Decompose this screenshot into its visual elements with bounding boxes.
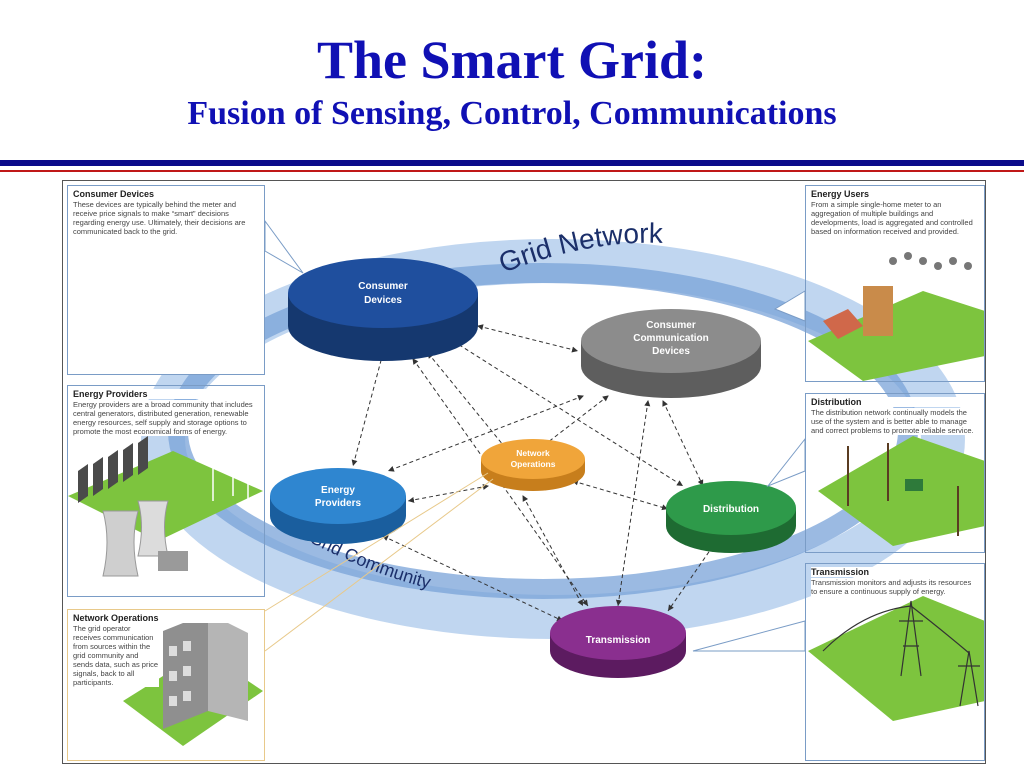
node-distribution: Distribution — [666, 481, 796, 553]
panel-text-distribution: The distribution network continually mod… — [811, 408, 979, 435]
node-label-transmission: Transmission — [586, 635, 650, 646]
title-divider-red — [0, 170, 1024, 172]
slide-title: The Smart Grid: — [317, 30, 707, 90]
panel-text-network-operations: The grid operator receives communication… — [73, 624, 159, 687]
diagram-canvas: Grid Network Grid Community — [68, 218, 985, 746]
smart-grid-diagram: Grid Network Grid Community — [62, 180, 986, 764]
panel-text-energy-providers: Energy providers are a broad community t… — [73, 400, 259, 436]
panel-title-consumer-devices: Consumer Devices — [73, 189, 155, 199]
panel-text-energy-users: From a simple single-home meter to an ag… — [811, 200, 979, 236]
panel-title-energy-providers: Energy Providers — [73, 389, 259, 399]
node-transmission: Transmission — [550, 606, 686, 678]
panel-transmission: Transmission Transmission monitors and a… — [805, 563, 985, 761]
distribution-illustration — [818, 436, 985, 546]
node-label-distribution: Distribution — [703, 504, 759, 515]
panel-title-distribution: Distribution — [811, 397, 979, 407]
transmission-illustration — [808, 596, 985, 721]
panel-energy-providers: Energy Providers Energy providers are a … — [67, 385, 265, 597]
title-divider-blue — [0, 160, 1024, 166]
panel-text-transmission: Transmission monitors and adjusts its re… — [811, 578, 979, 596]
panel-text-consumer-devices: These devices are typically behind the m… — [73, 200, 246, 236]
panel-title-energy-users: Energy Users — [811, 189, 979, 199]
network-ops-pointer — [264, 472, 494, 652]
power-plant-illustration — [68, 436, 263, 577]
slide-subtitle: Fusion of Sensing, Control, Communicatio… — [187, 95, 837, 132]
panel-energy-users: Energy Users From a simple single-home m… — [805, 185, 985, 382]
panel-title-network-operations: Network Operations — [73, 613, 259, 623]
panel-distribution: Distribution The distribution network co… — [805, 393, 985, 553]
panel-consumer-devices: Consumer Devices These devices are typic… — [67, 185, 265, 375]
neighborhood-illustration — [808, 252, 985, 381]
panel-title-transmission: Transmission — [811, 567, 979, 577]
building-illustration — [123, 613, 263, 746]
panel-network-operations: Network Operations The grid operator rec… — [67, 609, 265, 761]
connector-lines — [351, 324, 714, 622]
callout-pointers — [264, 219, 806, 652]
